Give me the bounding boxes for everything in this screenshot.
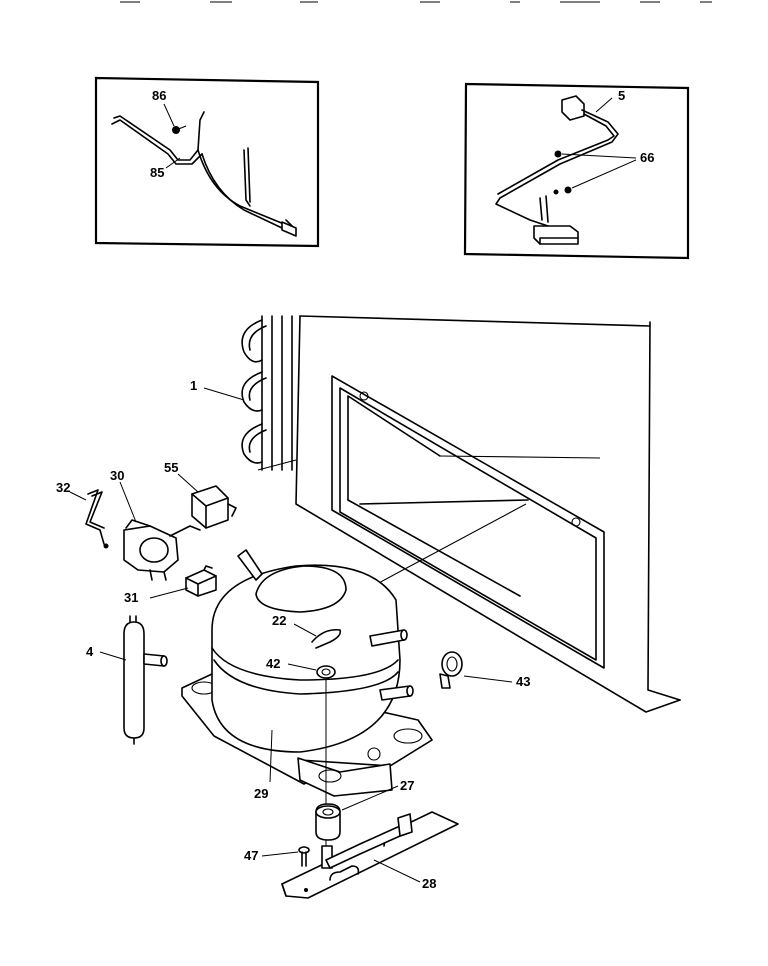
callout-27: 27 [400,778,414,793]
callout-4: 4 [86,644,94,659]
callout-32: 32 [56,480,70,495]
callout-31: 31 [124,590,138,605]
callout-43: 43 [516,674,530,689]
grommet-27 [315,803,341,841]
inset-frame-left [94,76,320,248]
callout-22: 22 [272,613,286,628]
compressor-body [211,564,401,753]
callout-28: 28 [422,876,436,891]
condenser-coil [241,315,297,471]
overload-30 [123,519,201,581]
callout-1: 1 [190,378,197,393]
callout-66: 66 [640,150,654,165]
connector-5 [561,95,585,121]
callout-29: 29 [254,786,268,801]
callout-55: 55 [164,460,178,475]
bracket-32 [85,489,109,549]
relay-55 [191,485,237,529]
inset-harness-5 [463,82,690,260]
screw-86 [172,125,187,134]
cabinet-opening [331,375,605,669]
callout-47: 47 [244,848,258,863]
compressor-29 [181,549,433,797]
drier-4 [123,615,168,745]
callout-85: 85 [150,165,164,180]
mounting-rail-28 [281,811,459,899]
connector-31 [185,565,217,597]
inset-frame-right [463,82,690,260]
cabinet-back [295,315,681,713]
clamp-43 [439,651,463,689]
harness-85 [113,111,205,161]
inset-wire-harness [94,76,320,248]
callout-86: 86 [152,88,166,103]
callout-42: 42 [266,656,280,671]
screws-66 [553,150,572,195]
screw-47 [298,846,310,867]
callout-5: 5 [618,88,625,103]
callout-30: 30 [110,468,124,483]
